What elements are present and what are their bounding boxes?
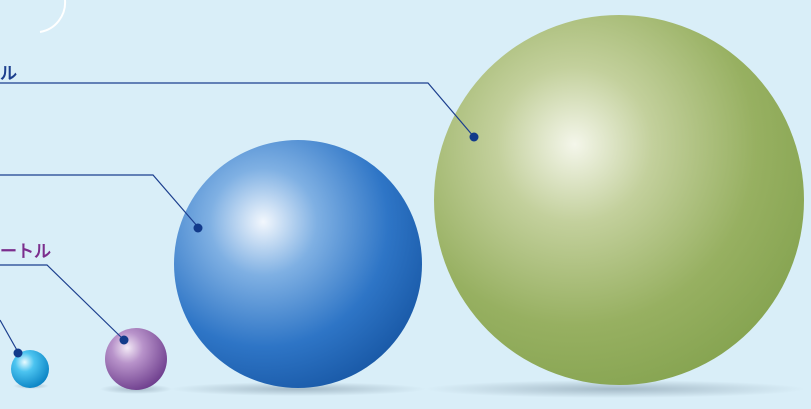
- leader-line-green: [0, 82, 475, 138]
- blue-sphere: [174, 140, 422, 388]
- decorative-arc: [39, 0, 67, 33]
- leader-line-blue: [0, 174, 199, 228]
- blue-sphere-shadow: [170, 382, 426, 396]
- green-sphere: [434, 15, 804, 385]
- leader-dot-purple: [119, 335, 129, 345]
- leader-line-cyan: [0, 319, 19, 353]
- leader-line-purple: [0, 264, 125, 341]
- cyan-sphere: [11, 350, 49, 388]
- leader-dot-green: [469, 132, 479, 142]
- green-sphere-shadow: [425, 380, 805, 398]
- large-sphere-label: ル: [0, 64, 17, 84]
- leader-dot-blue: [193, 223, 203, 233]
- leader-dot-cyan: [13, 348, 23, 358]
- purple-sphere: [105, 328, 167, 390]
- small-sphere-label: ートル: [0, 242, 51, 262]
